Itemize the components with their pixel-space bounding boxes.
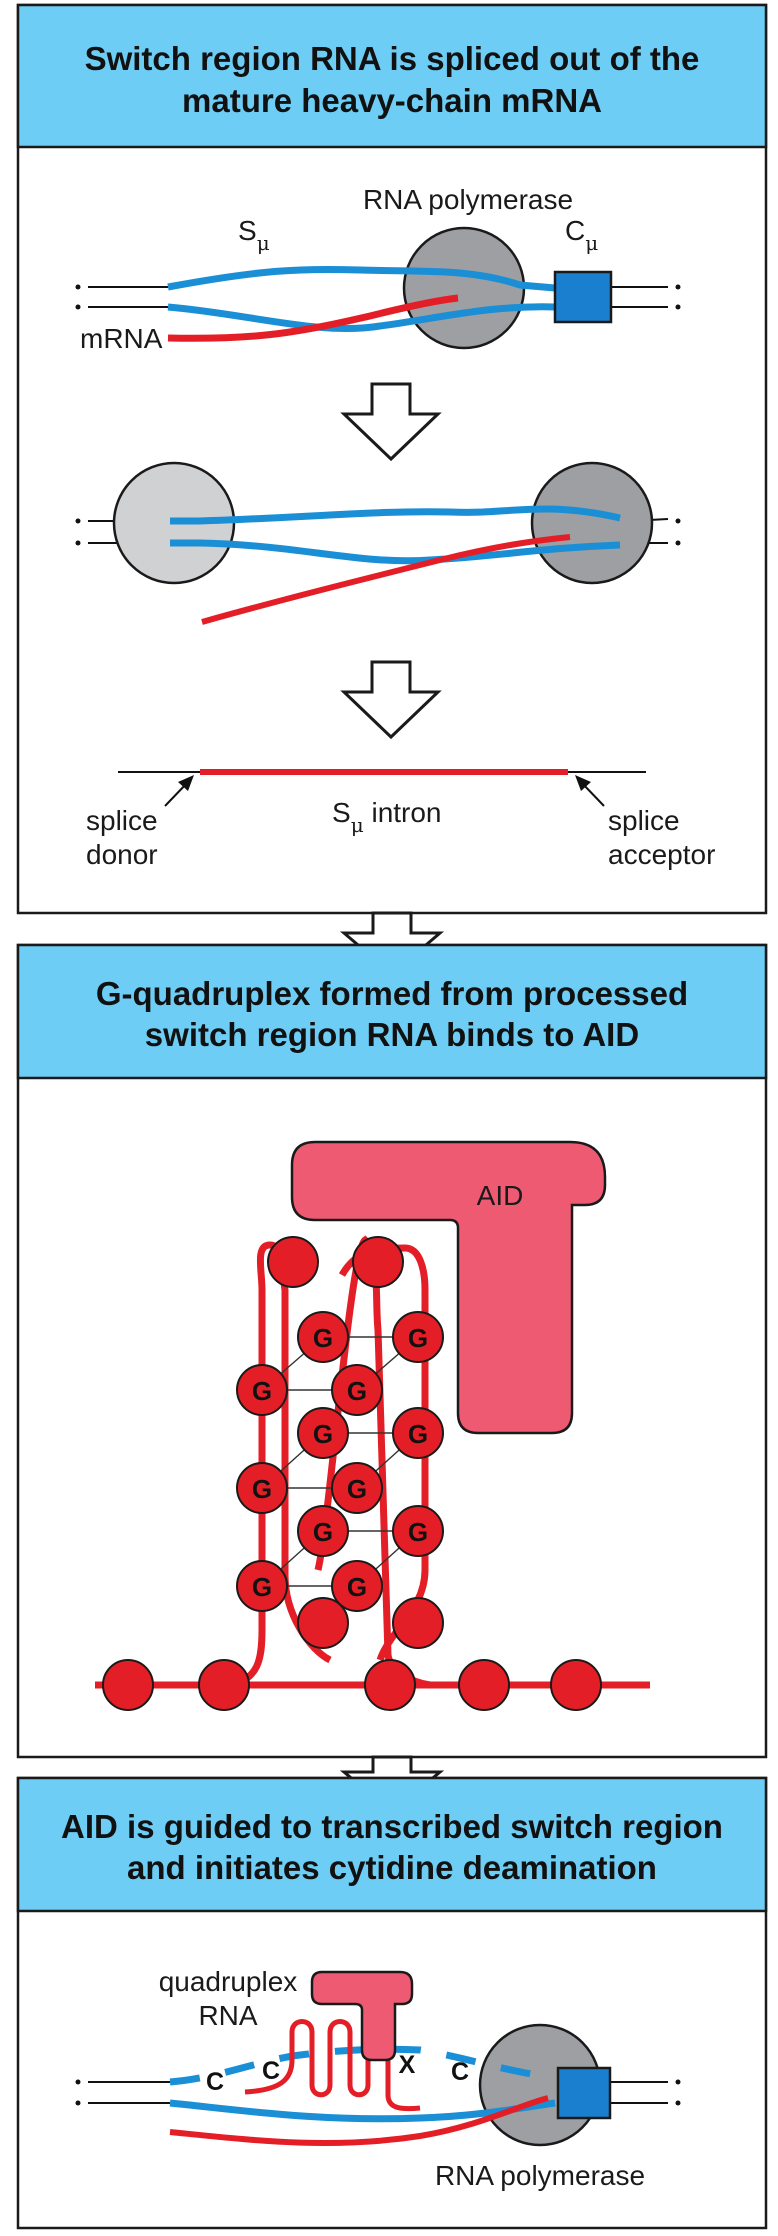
panel-2-header xyxy=(16,943,768,1080)
svg-text:G: G xyxy=(252,1572,272,1602)
splice-donor-label-2: donor xyxy=(86,839,158,870)
process-arrow-2 xyxy=(340,660,442,740)
panel-3-title-line1: AID is guided to transcribed switch regi… xyxy=(61,1808,723,1845)
splicing-step: splice donor Sμ intron splice acceptor xyxy=(86,769,715,870)
s-mu-intron-label: Sμ intron xyxy=(332,797,442,837)
cytidine-label-3: C xyxy=(451,2058,469,2086)
svg-text:G: G xyxy=(313,1517,333,1547)
processing-step xyxy=(75,461,681,625)
panel-1-title-line1: Switch region RNA is spliced out of the xyxy=(85,40,700,77)
intron-rest: intron xyxy=(364,797,442,828)
rna-polymerase-label-2: RNA polymerase xyxy=(435,2160,645,2191)
guanine: G xyxy=(392,1311,444,1363)
rna-polymerase-1 xyxy=(402,226,526,350)
cytidine-label-1: C xyxy=(206,2068,224,2096)
rna-loop-left xyxy=(230,1241,332,1689)
c-mu-subscript: μ xyxy=(585,231,598,255)
aid-protein xyxy=(290,1140,607,1435)
aid-label: AID xyxy=(477,1180,524,1211)
template-strand-dashed xyxy=(169,2045,556,2086)
svg-text:G: G xyxy=(408,1517,428,1547)
svg-text:G: G xyxy=(252,1376,272,1406)
panel-1-title-line2: mature heavy-chain mRNA xyxy=(182,82,602,119)
constant-region-block xyxy=(556,2066,612,2120)
quadruplex-label-1: quadruplex xyxy=(159,1966,298,1997)
g-quadruplex: G G G G G G G G G G G G xyxy=(95,1235,650,1711)
guanine: G xyxy=(236,1560,288,1612)
panel-3-title-line2: and initiates cytidine deamination xyxy=(127,1849,657,1886)
constant-region-c-mu xyxy=(553,270,613,324)
guanine: G xyxy=(392,1407,444,1459)
rna-beads xyxy=(102,1236,602,1711)
guanine: G xyxy=(297,1505,349,1557)
splice-acceptor-label-1: splice xyxy=(608,805,680,836)
mrna-transcript-2 xyxy=(201,534,571,625)
svg-text:G: G xyxy=(347,1474,367,1504)
donor-pointer xyxy=(164,775,194,807)
strand-2-top xyxy=(170,505,621,525)
guanine: G xyxy=(236,1462,288,1514)
deamination-step: quadruplex RNA C C X C xyxy=(75,1966,681,2191)
guanine: G xyxy=(331,1560,383,1612)
guanine: G xyxy=(297,1407,349,1459)
s-mu-main: S xyxy=(238,215,257,246)
aid-protein-small xyxy=(310,1970,414,2062)
c-mu-main: C xyxy=(565,215,585,246)
panel-3-header xyxy=(16,1776,768,1913)
c-mu-label: Cμ xyxy=(565,215,598,255)
svg-text:G: G xyxy=(313,1419,333,1449)
panel-2-title-line1: G-quadruplex formed from processed xyxy=(96,975,688,1012)
switch-strand-bottom xyxy=(167,303,556,333)
mrna-label: mRNA xyxy=(80,323,163,354)
dna-ends-3 xyxy=(75,2079,681,2106)
panel-2: G-quadruplex formed from processed switc… xyxy=(16,933,768,1759)
panel-2-title-line2: switch region RNA binds to AID xyxy=(145,1016,639,1053)
s-mu-label: Sμ xyxy=(238,215,270,255)
intron-subscript: μ xyxy=(351,813,364,837)
svg-text:G: G xyxy=(313,1323,333,1353)
deaminated-site-label: X xyxy=(399,2051,416,2079)
svg-text:G: G xyxy=(408,1419,428,1449)
guanine: G xyxy=(236,1364,288,1416)
svg-text:G: G xyxy=(408,1323,428,1353)
acceptor-pointer xyxy=(575,775,605,807)
svg-text:G: G xyxy=(347,1376,367,1406)
panel-1-header xyxy=(16,3,768,149)
rna-polymerase-2 xyxy=(530,461,654,585)
mrna-transcript-1 xyxy=(167,294,459,342)
panel-1: Switch region RNA is spliced out of the … xyxy=(16,3,768,915)
quadruplex-label-2: RNA xyxy=(198,2000,257,2031)
s-mu-subscript: μ xyxy=(257,231,270,255)
cytidine-label-2: C xyxy=(262,2057,280,2085)
svg-text:G: G xyxy=(347,1572,367,1602)
splice-acceptor-label-2: acceptor xyxy=(608,839,715,870)
guanine-beads: G G G G G G G G G G G G xyxy=(236,1311,444,1612)
switch-strand-top xyxy=(167,265,556,292)
intron-main: S xyxy=(332,797,351,828)
guanine: G xyxy=(331,1462,383,1514)
transcription-step: RNA polymerase Sμ Cμ mRNA xyxy=(75,184,681,354)
guanine: G xyxy=(392,1505,444,1557)
splice-donor-label-1: splice xyxy=(86,805,158,836)
svg-text:G: G xyxy=(252,1474,272,1504)
nascent-rna xyxy=(169,2095,549,2146)
process-arrow-1 xyxy=(340,382,442,462)
panel-3: AID is guided to transcribed switch regi… xyxy=(16,1776,768,2230)
rna-polymerase-label: RNA polymerase xyxy=(363,184,573,215)
dna-ends xyxy=(75,284,681,310)
strand-2-bottom xyxy=(170,539,621,565)
guanine: G xyxy=(331,1364,383,1416)
guanine: G xyxy=(297,1311,349,1363)
